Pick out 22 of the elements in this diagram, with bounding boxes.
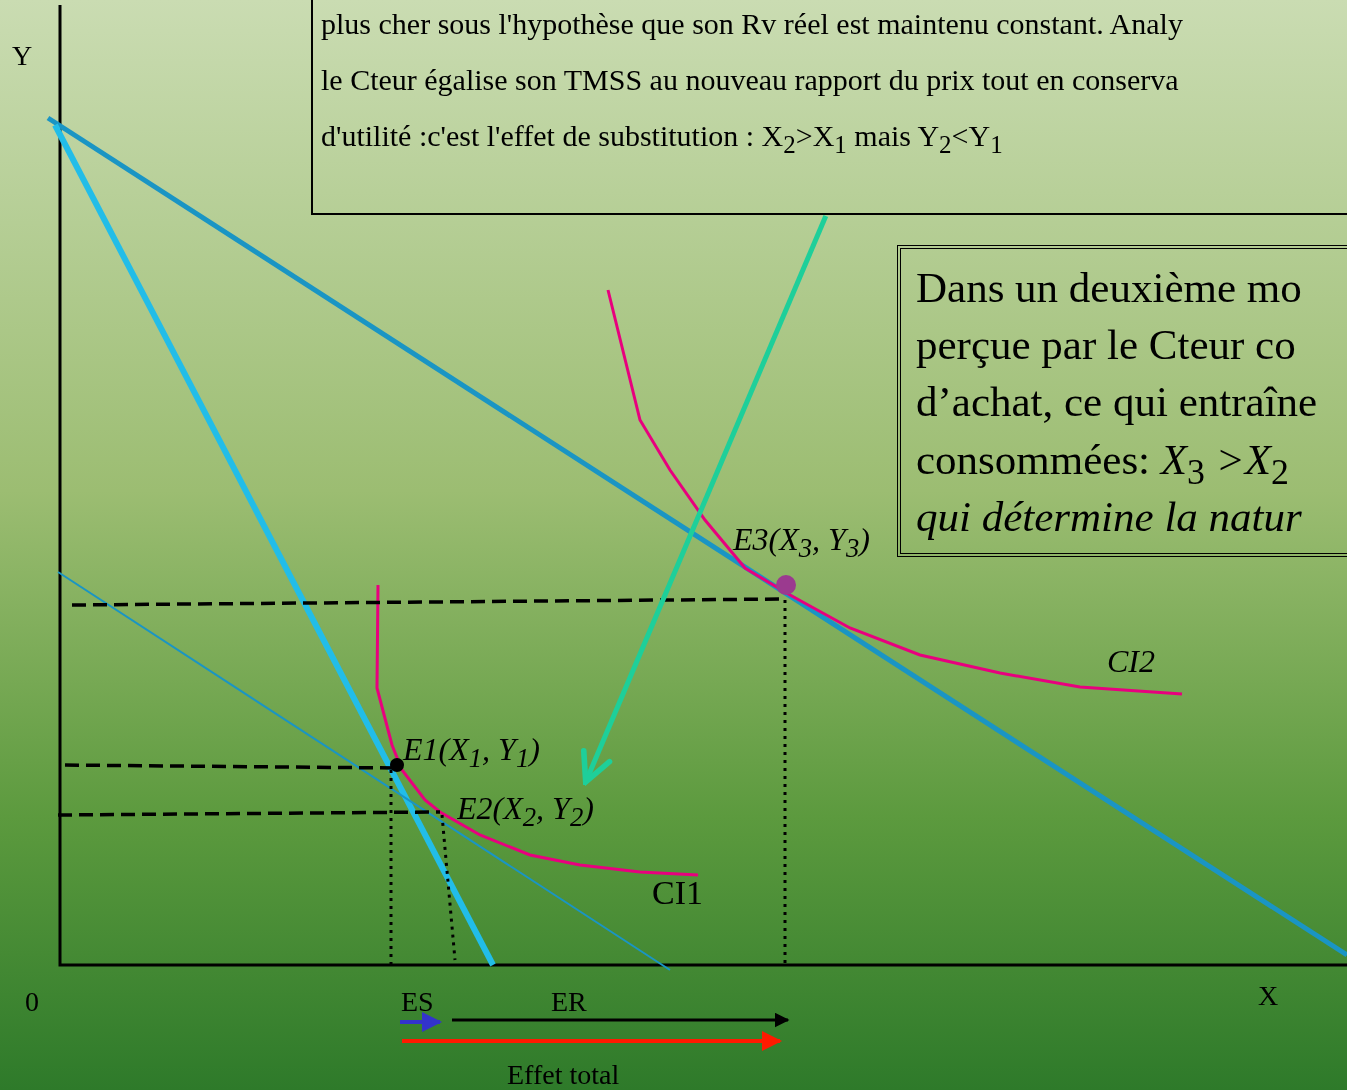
text-box [897, 245, 1347, 557]
effect-label: ER [551, 988, 587, 1016]
text-line: d’achat, ce qui entraîne [916, 377, 1318, 426]
axis-label: 0 [25, 988, 39, 1016]
arrow [580, 215, 829, 785]
point-label: E3(X$_{3}$, Y$_{3}$) [733, 523, 870, 563]
effect-label: ES [401, 988, 434, 1016]
axis-label: X [1258, 982, 1279, 1010]
axis-label: Y [12, 42, 33, 70]
curve-label: CI1 [652, 876, 703, 910]
text-line: perçue par le Cteur co [916, 320, 1296, 369]
curve-label: CI2 [1107, 645, 1155, 677]
text-line: le Cteur égalise son TMSS au nouveau rapport du prix tout en conserva [321, 63, 1179, 97]
point-label: E2(X$_{2}$, Y$_{2}$) [457, 792, 594, 832]
text-line: d'utilité :c'est l'effet de substitution : X$_{2}$>X$_{1}$ mais Y$_{2}$<Y$_{1}$ [321, 119, 1003, 159]
point-label: E1(X$_{1}$, Y$_{1}$) [403, 733, 540, 773]
effect-label: Effet total [507, 1061, 620, 1089]
text-line: consommées: X$_{3}$ >X$_{2}$ [916, 435, 1289, 493]
text-line: plus cher sous l'hypothèse que son Rv réel est maintenu constant. Analy [321, 7, 1183, 41]
text-box [311, 0, 1347, 215]
text-line: Dans un deuxième mo [916, 263, 1302, 312]
text-line: qui détermine la natur [916, 492, 1302, 541]
